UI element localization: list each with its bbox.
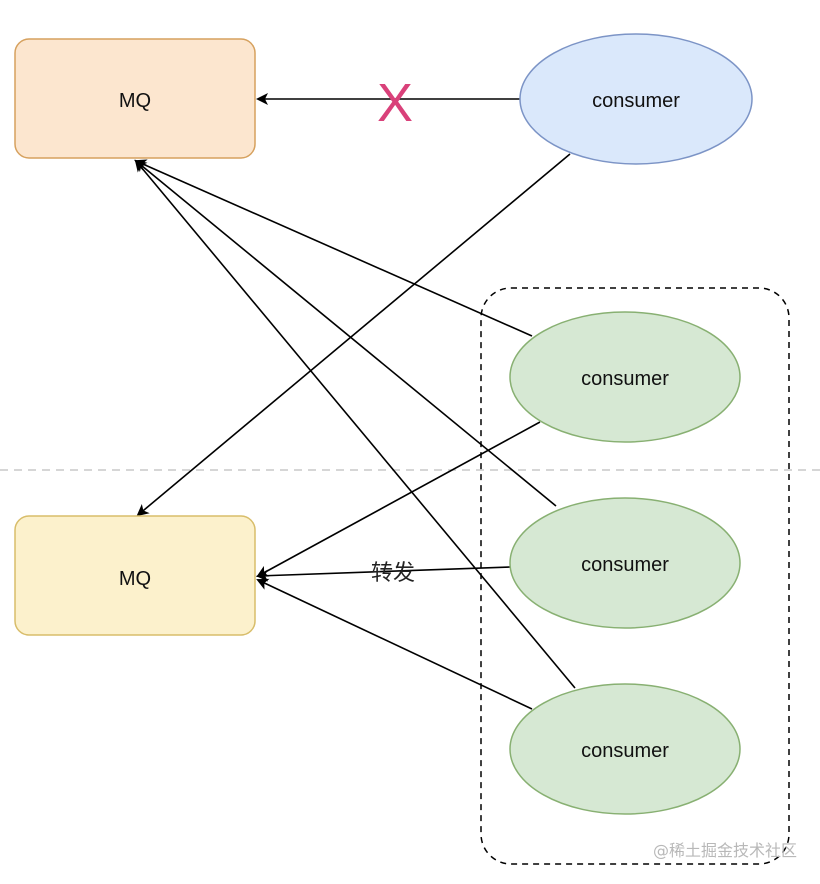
blocked-cross-mark: X	[377, 73, 413, 133]
edge-green-consumer-2-to-top-mq	[134, 159, 557, 507]
edge-green-consumer-3-to-bottom-mq	[256, 578, 533, 710]
consumer-green-2-node: consumer	[509, 497, 741, 629]
consumer-green-3-node: consumer	[509, 683, 741, 815]
consumer-green-2-label: consumer	[581, 554, 669, 576]
consumer-blue-label: consumer	[592, 90, 680, 112]
consumer-green-3-ellipse	[509, 683, 741, 815]
edges	[134, 93, 576, 710]
consumer-green-1-ellipse	[509, 311, 741, 443]
consumer-green-2-ellipse	[509, 497, 741, 629]
edge-blue-consumer-to-bottom-mq	[136, 153, 571, 517]
consumer-blue-ellipse	[519, 33, 753, 165]
mq-top-node: MQ	[14, 38, 256, 159]
watermark-text: @稀土掘金技术社区	[653, 841, 797, 860]
edge-green-consumer-1-to-bottom-mq	[256, 421, 541, 577]
consumer-green-1-node: consumer	[509, 311, 741, 443]
consumer-green-1-label: consumer	[581, 368, 669, 390]
consumer-blue-node: consumer	[519, 33, 753, 165]
edge-green-consumer-1-to-top-mq	[134, 159, 533, 337]
mq-bottom-label: MQ	[119, 568, 151, 590]
forward-label: 转发	[371, 561, 415, 586]
edge-green-consumer-3-to-top-mq	[134, 159, 576, 689]
mq-bottom-box	[14, 515, 256, 636]
mq-top-label: MQ	[119, 90, 151, 112]
edge-green-consumer-2-to-bottom-mq	[256, 566, 511, 582]
consumer-green-3-label: consumer	[581, 740, 669, 762]
mq-top-box	[14, 38, 256, 159]
mq-bottom-node: MQ	[14, 515, 256, 636]
